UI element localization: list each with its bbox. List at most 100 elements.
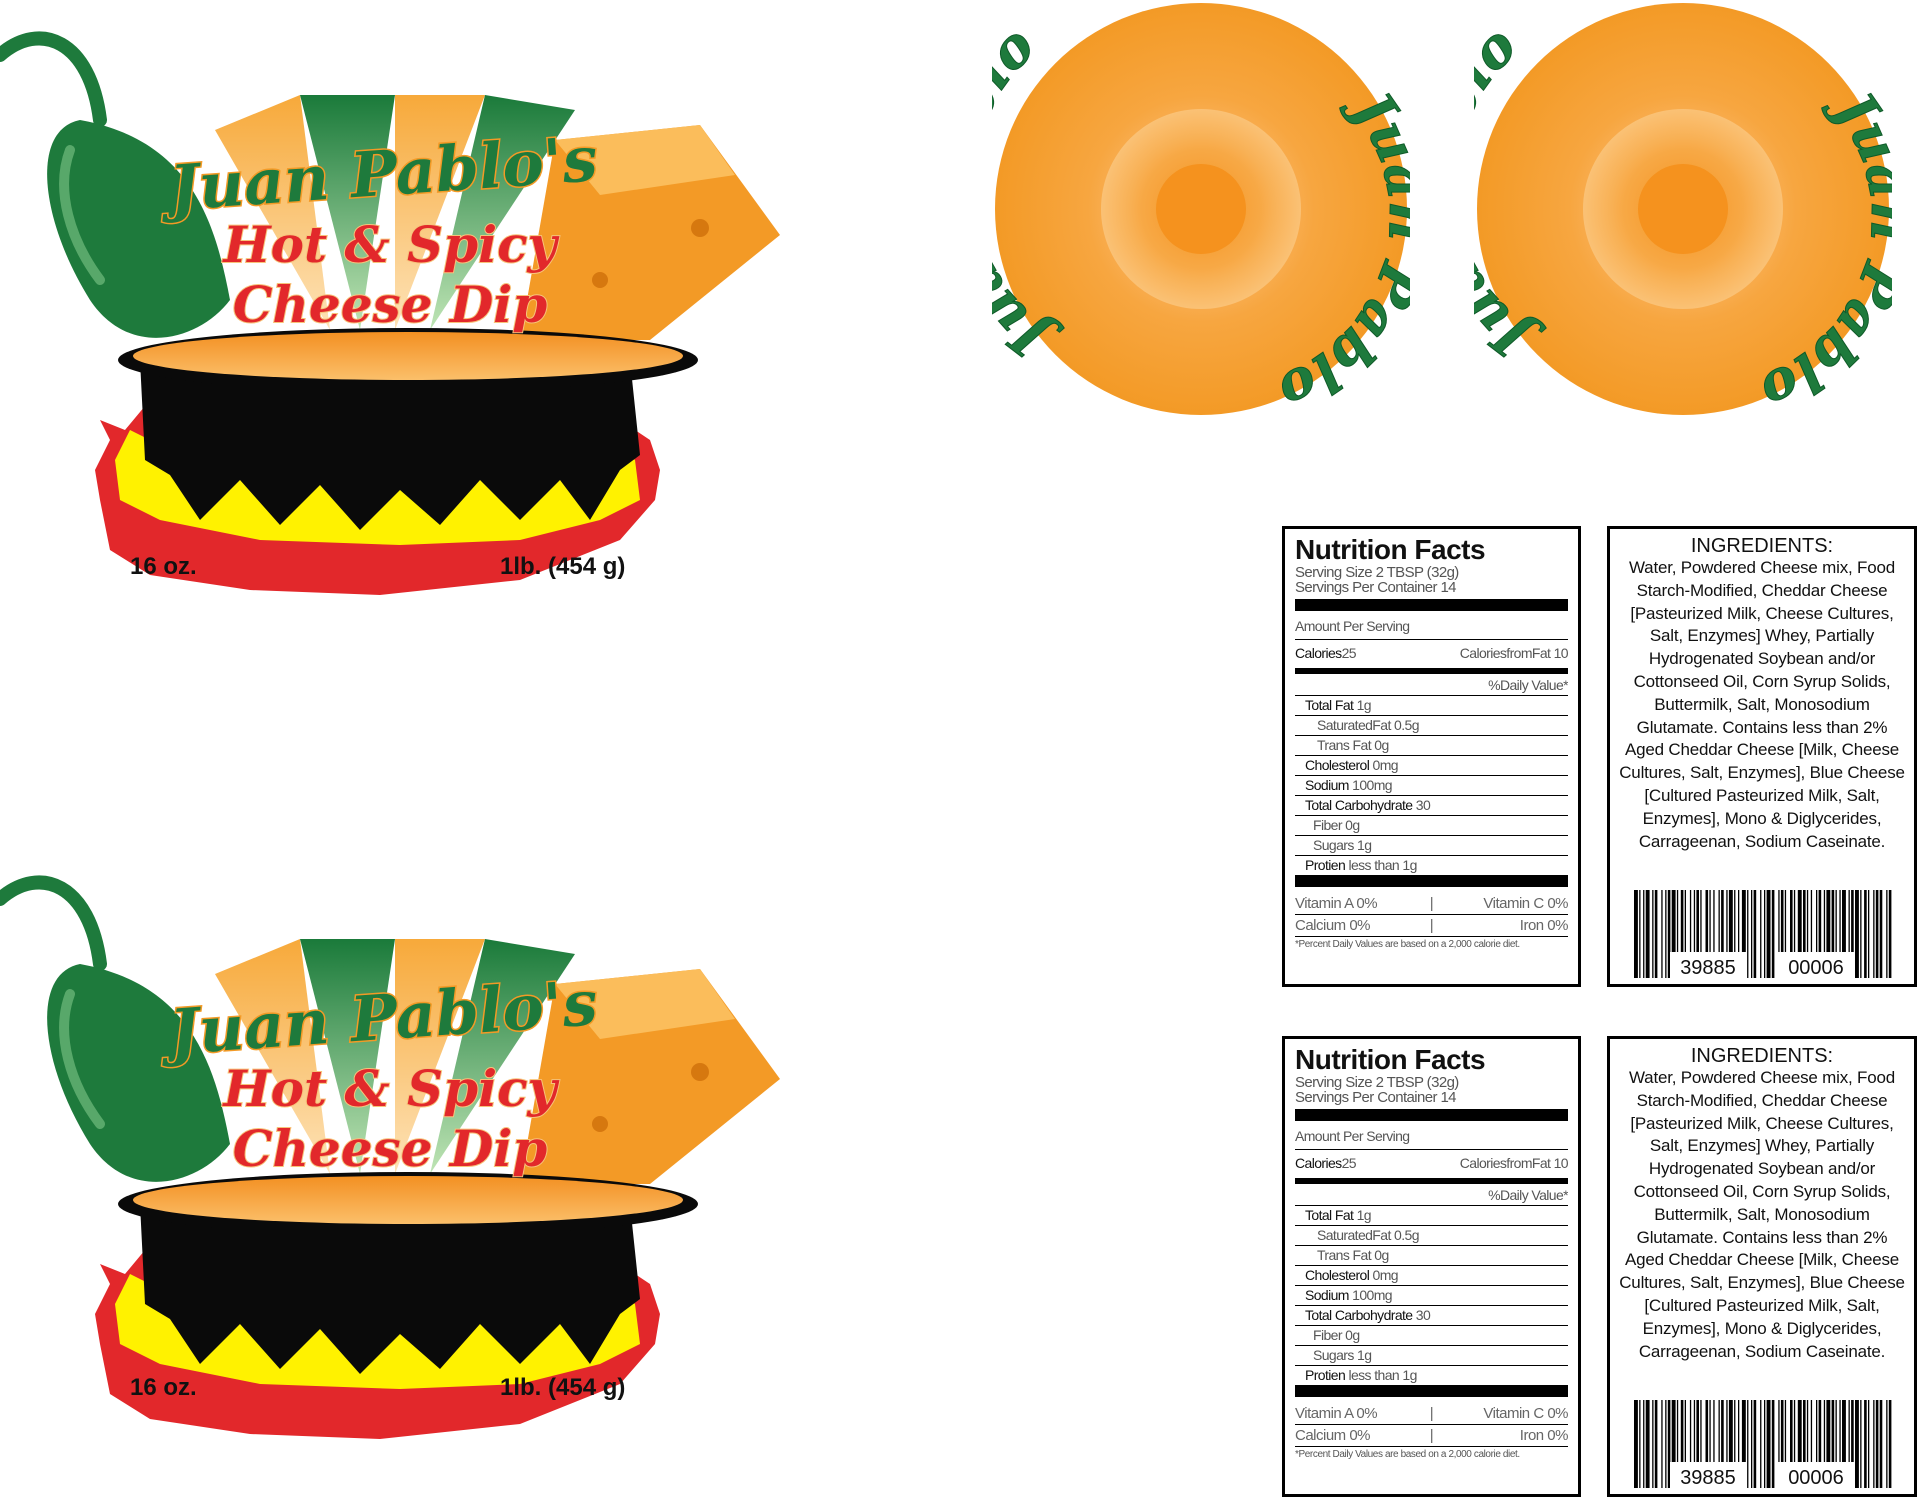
nutrient-row: Protien less than 1g xyxy=(1305,857,1417,873)
ingredients-text: Water, Powdered Cheese mix, Food Starch-… xyxy=(1619,1068,1905,1361)
barcode-bar xyxy=(1771,1400,1775,1488)
product-line-1: Hot & Spicy xyxy=(221,1059,559,1118)
barcode-bar xyxy=(1780,1400,1784,1488)
front-label-top: Juan Pablo's Hot & Spicy Cheese Dip 16 o… xyxy=(0,0,800,630)
barcode-bar xyxy=(1667,1400,1671,1488)
barcode-left-digits: 39885 xyxy=(1680,957,1736,978)
label-illustration: Juan Pablo's Hot & Spicy Cheese Dip xyxy=(0,31,780,595)
barcode-bar xyxy=(1738,890,1740,978)
barcode-bar xyxy=(1790,890,1793,978)
calories-row: Calories25 CaloriesfromFat 10 xyxy=(1295,645,1568,661)
pepper-stem xyxy=(0,875,107,971)
barcode-bar xyxy=(1634,890,1638,978)
barcode-bar xyxy=(1839,890,1841,978)
servings-per-container: Servings Per Container 14 xyxy=(1295,579,1457,596)
barcode-bar xyxy=(1667,890,1671,978)
barcode-bar xyxy=(1676,890,1679,978)
barcode-bar xyxy=(1751,890,1753,978)
pepper xyxy=(47,964,231,1182)
cheese-wedge xyxy=(520,969,780,1184)
barcode-bar xyxy=(1842,1400,1846,1488)
nutrition-title: Nutrition Facts xyxy=(1295,534,1486,565)
nutrient-row: Trans Fat 0g xyxy=(1295,1246,1568,1266)
pepper xyxy=(47,120,231,338)
nutrient-row: Cholesterol 0mg xyxy=(1295,756,1568,776)
barcode-bar xyxy=(1713,890,1715,978)
barcode-bar xyxy=(1879,1400,1883,1488)
nutrient-row: Total Carbohydrate 30 xyxy=(1295,796,1568,816)
barcode-bar xyxy=(1835,1400,1837,1488)
barcode-bar xyxy=(1764,890,1766,978)
barcode-bar xyxy=(1747,890,1749,978)
nutrient-row: Total Fat 1g xyxy=(1295,1206,1568,1226)
barcode-bar xyxy=(1709,890,1711,978)
barcode-bar xyxy=(1760,890,1762,978)
barcode-bar xyxy=(1818,1400,1822,1488)
fan-ray xyxy=(215,939,330,1174)
pot xyxy=(140,360,640,530)
barcode-bar xyxy=(1842,890,1846,978)
barcode-bar xyxy=(1831,1400,1835,1488)
barcode-bars xyxy=(1634,1400,1892,1488)
barcode-bar xyxy=(1713,1400,1715,1488)
barcode-bar xyxy=(1684,890,1686,978)
net-weight-metric: 1lb. (454 g) xyxy=(500,553,626,580)
barcode-bar xyxy=(1709,1400,1711,1488)
barcode: 39885 00006 xyxy=(1634,890,1892,978)
vitamin-row: Vitamin A 0%|Vitamin C 0% xyxy=(1295,893,1568,915)
fan-ray xyxy=(215,95,330,330)
barcode-bar xyxy=(1747,1400,1749,1488)
barcode-bar xyxy=(1873,1400,1875,1488)
barcode-bar xyxy=(1778,890,1780,978)
footnote: *Percent Daily Values are based on a 2,0… xyxy=(1295,1449,1520,1460)
nutrient-row: SaturatedFat 0.5g xyxy=(1295,716,1568,736)
fan-ray xyxy=(300,939,395,1174)
nutrient-row: Fiber 0g xyxy=(1295,816,1568,836)
barcode-bar xyxy=(1784,890,1787,978)
ingredients-panel: INGREDIENTS: Water, Powdered Cheese mix,… xyxy=(1607,526,1917,987)
barcode-bar xyxy=(1645,1400,1650,1488)
barcode-bar xyxy=(1875,890,1879,978)
barcode-bars xyxy=(1634,890,1892,978)
label-illustration: Juan Pablo's Hot & Spicy Cheese Dip xyxy=(0,875,780,1439)
nutrient-row: Fiber 0g xyxy=(1295,1326,1568,1346)
mineral-row: Calcium 0%|Iron 0% xyxy=(1295,915,1568,937)
product-line-2: Cheese Dip xyxy=(233,1119,547,1178)
pepper-stem xyxy=(0,31,107,127)
barcode-bar xyxy=(1823,890,1826,978)
net-weight-metric: 1lb. (454 g) xyxy=(500,1374,626,1401)
nutrition-title: Nutrition Facts xyxy=(1295,1044,1486,1075)
barcode-bar xyxy=(1718,890,1720,978)
barcode-bar xyxy=(1864,1400,1867,1488)
ingredients-panel: INGREDIENTS: Water, Powdered Cheese mix,… xyxy=(1607,1036,1917,1497)
fan-ray xyxy=(395,95,485,330)
barcode-bar xyxy=(1700,1400,1702,1488)
barcode-bar xyxy=(1680,890,1684,978)
nutrient-row: Sugars 1g xyxy=(1295,1346,1568,1366)
barcode-bar xyxy=(1643,1400,1645,1488)
barcode-bar xyxy=(1726,1400,1728,1488)
front-label-bottom: Juan Pablo's Hot & Spicy Cheese Dip 16 o… xyxy=(0,844,800,1474)
barcode-bar xyxy=(1665,1400,1667,1488)
barcode-bar xyxy=(1766,890,1771,978)
net-weight-oz: 16 oz. xyxy=(130,1374,197,1401)
fan-ray xyxy=(430,95,575,330)
barcode-bar xyxy=(1835,890,1837,978)
amount-per-serving: Amount Per Serving xyxy=(1295,613,1568,640)
barcode-bar xyxy=(1766,1400,1771,1488)
barcode-bar xyxy=(1886,1400,1888,1488)
barcode-bar xyxy=(1886,890,1888,978)
barcode-bar xyxy=(1639,1400,1641,1488)
barcode-bar xyxy=(1851,1400,1854,1488)
barcode-bar xyxy=(1738,1400,1740,1488)
daily-value-header: %Daily Value* xyxy=(1295,676,1568,696)
barcode-bar xyxy=(1790,1400,1793,1488)
barcode-bar xyxy=(1645,890,1650,978)
barcode-bar xyxy=(1671,1400,1676,1488)
barcode-bar xyxy=(1875,1400,1879,1488)
ingredients-title: INGREDIENTS: xyxy=(1690,535,1834,557)
barcode-bar xyxy=(1634,1400,1638,1488)
barcode-bar xyxy=(1764,1400,1766,1488)
serving-size: Serving Size 2 TBSP (32g) xyxy=(1295,1074,1459,1091)
fan-ray xyxy=(300,95,395,330)
